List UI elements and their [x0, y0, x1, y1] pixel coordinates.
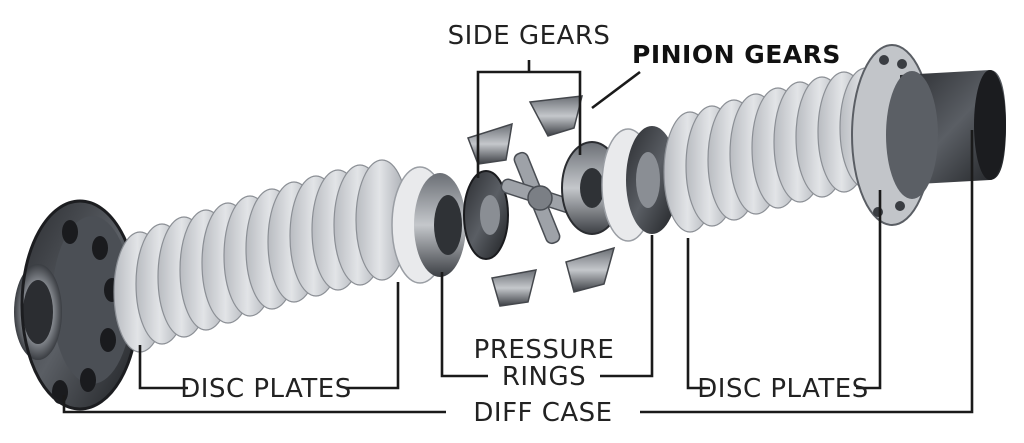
label-disc-plates-left: DISC PLATES: [180, 374, 351, 404]
pressure-ring-left: [391, 166, 466, 284]
label-pressure-rings-line2: RINGS: [502, 362, 586, 392]
label-diff-case: DIFF CASE: [473, 398, 612, 428]
disc-plates-left: [113, 159, 409, 353]
diff-case-left: [14, 199, 140, 411]
label-pressure-rings-line1: PRESSURE: [474, 335, 615, 365]
leader-lines: [62, 60, 974, 414]
pinion-gears: [467, 95, 616, 307]
label-side-gears: SIDE GEARS: [448, 21, 611, 51]
cross-shaft: [500, 151, 582, 245]
label-disc-plates-right: DISC PLATES: [697, 374, 868, 404]
side-gear-left: [463, 170, 509, 260]
diff-case-right: [851, 44, 1006, 226]
label-pinion-gears: PINION GEARS: [632, 40, 841, 69]
